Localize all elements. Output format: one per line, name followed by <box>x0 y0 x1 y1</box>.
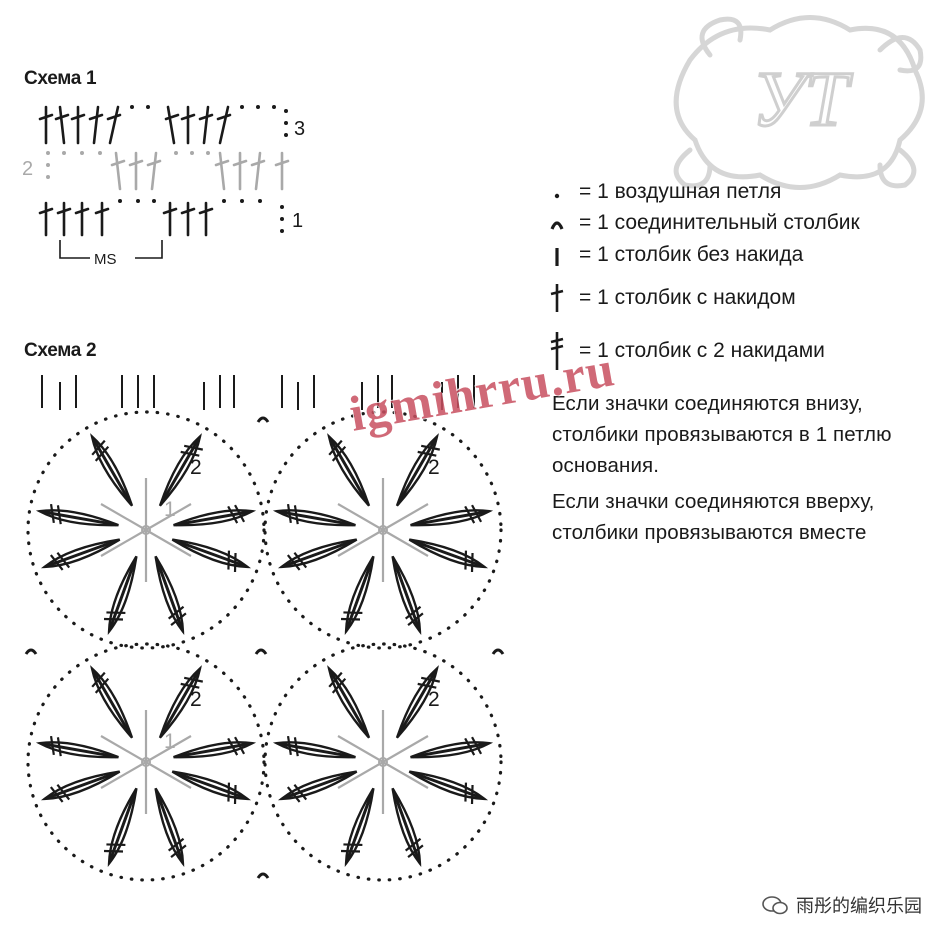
legend-text: = 1 столбик без накида <box>579 243 804 266</box>
row-label-1: 1 <box>292 210 303 232</box>
round-label-1: 1 <box>164 498 176 521</box>
scheme1-title: Схема 1 <box>24 68 97 89</box>
note-line: Если значки соединяются внизу, <box>552 392 863 415</box>
round-label-2: 2 <box>190 456 202 479</box>
legend-item-treble: = 1 столбик с 2 накидами <box>545 330 825 372</box>
repeat-bracket <box>59 240 163 259</box>
motif <box>265 412 501 648</box>
row-label-3: 3 <box>294 118 305 140</box>
footer: 雨彤的编织乐园 <box>762 892 922 918</box>
round-label-2: 2 <box>190 688 202 711</box>
scheme2-title: Схема 2 <box>24 340 97 361</box>
chain-stitch-icon <box>545 180 569 204</box>
row1-stitches <box>38 201 214 237</box>
arrows <box>41 375 475 410</box>
scheme1-diagram: 3 2 1 MS <box>22 105 305 268</box>
legend-text: = 1 столбик с 2 накидами <box>579 339 825 362</box>
motif <box>265 644 501 880</box>
motif <box>28 412 264 648</box>
wechat-icon <box>762 896 788 915</box>
legend-text: = 1 воздушная петля <box>579 180 782 203</box>
scheme2-diagram: 2 1 2 1 2 2 <box>24 375 505 900</box>
row-label-2: 2 <box>22 158 33 180</box>
note-line: столбики провязываются вместе <box>552 521 867 544</box>
single-crochet-icon <box>545 242 569 268</box>
note-line: основания. <box>552 454 660 477</box>
slip-stitch-icon <box>545 211 569 235</box>
row3-stitches <box>38 105 232 145</box>
treble-crochet-icon <box>545 330 569 372</box>
note-line: столбики провязываются в 1 петлю <box>552 423 892 446</box>
round-label-1: 1 <box>164 730 176 753</box>
legend-item-slip: = 1 соединительный столбик <box>545 211 860 235</box>
double-crochet-icon <box>545 282 569 314</box>
round-label-2: 2 <box>428 688 440 711</box>
round-label-2: 2 <box>428 456 440 479</box>
legend-item-chain: = 1 воздушная петля <box>545 180 781 204</box>
legend-text: = 1 столбик с накидом <box>579 286 796 309</box>
legend-text: = 1 соединительный столбик <box>579 211 860 234</box>
footer-text: 雨彤的编织乐园 <box>796 896 922 916</box>
svg-text:УТ: УТ <box>752 55 852 142</box>
yt-logo: УТ <box>673 15 925 190</box>
repeat-label: MS <box>94 251 117 268</box>
motif <box>28 644 264 880</box>
legend-item-double: = 1 столбик с накидом <box>545 282 796 314</box>
legend-item-single: = 1 столбик без накида <box>545 242 803 268</box>
note-line: Если значки соединяются вверху, <box>552 490 875 513</box>
slip-stitches <box>24 416 505 879</box>
row2-stitches <box>110 151 290 191</box>
